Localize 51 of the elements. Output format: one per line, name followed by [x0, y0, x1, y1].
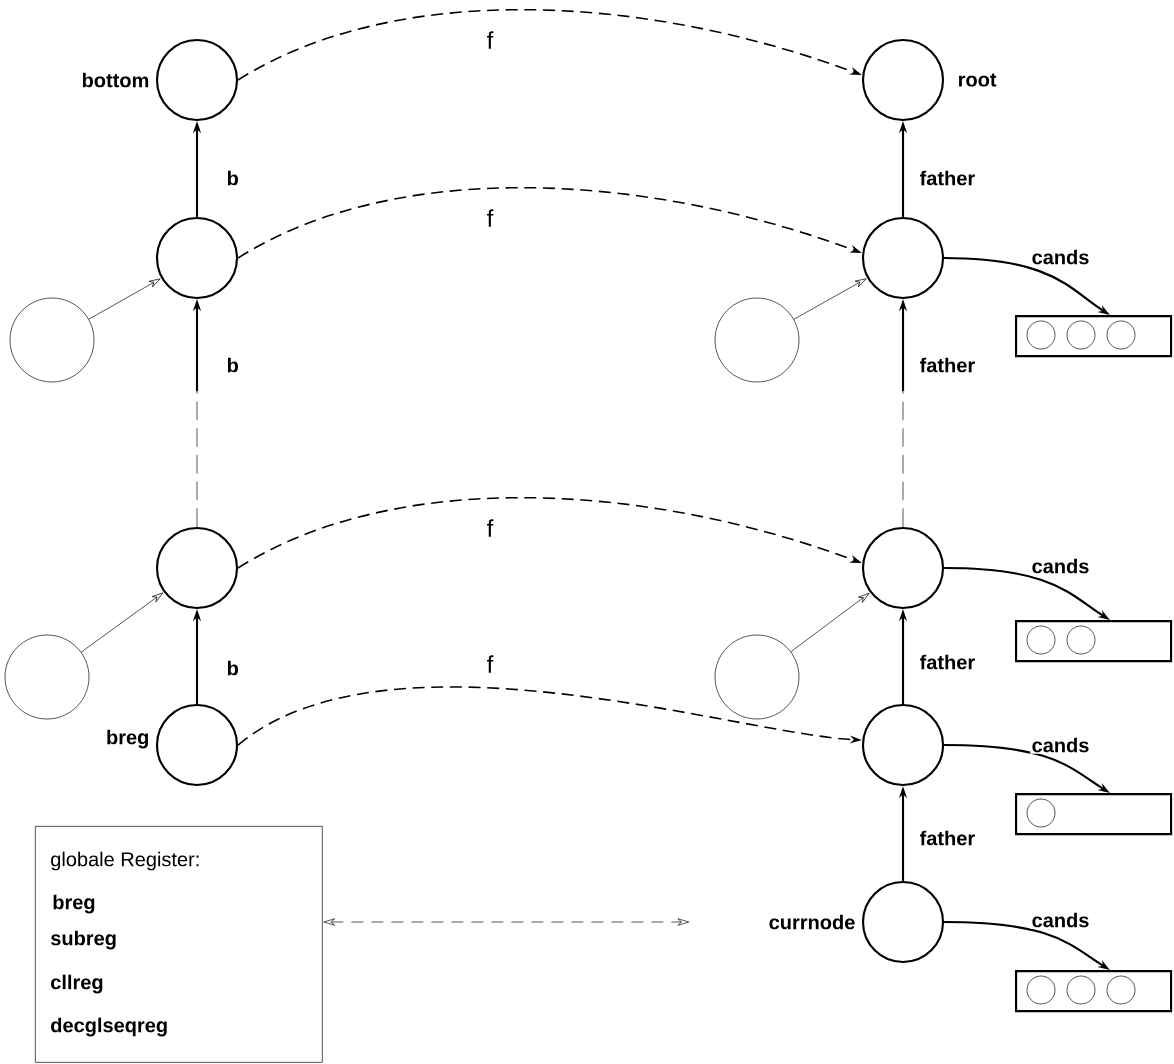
small-circle	[1106, 975, 1136, 1005]
edge-label: b	[225, 169, 241, 187]
arrow	[88, 278, 161, 320]
edge-label: cands	[1030, 248, 1091, 266]
edge-label: f	[485, 654, 495, 675]
node-circle	[155, 526, 239, 610]
candidate-box	[1015, 970, 1173, 1013]
edge-label: cands	[1030, 736, 1091, 754]
small-circle	[1066, 320, 1096, 350]
node-circle	[861, 526, 945, 610]
node-circle	[9, 297, 95, 383]
node-circle	[155, 216, 239, 300]
small-circle	[1066, 975, 1096, 1005]
arrow	[793, 278, 867, 320]
small-circle	[1026, 975, 1056, 1005]
arrow	[80, 592, 164, 653]
small-circle	[1026, 625, 1056, 655]
arrow	[790, 592, 870, 652]
edge-label: f	[485, 30, 495, 50]
edge-label: b	[225, 356, 241, 374]
node-label: breg	[107, 729, 148, 749]
small-circle	[1066, 625, 1096, 655]
edge-label: father	[918, 356, 977, 374]
node-circle	[861, 880, 945, 964]
edge-label: father	[918, 829, 977, 847]
edge-label: father	[918, 169, 977, 187]
node-circle	[714, 634, 800, 720]
edge-label: b	[225, 659, 241, 677]
node-circle	[155, 703, 239, 787]
edge-label: f	[485, 518, 495, 538]
arrow	[323, 918, 690, 926]
candidate-box	[1015, 793, 1173, 836]
small-circle	[1106, 320, 1136, 350]
node-label: root	[959, 73, 997, 87]
register-box: globale Register: breg subreg cllreg decglseqreg	[35, 826, 323, 1063]
edge-label: cands	[1030, 557, 1091, 575]
node-circle	[861, 38, 945, 122]
node-label: bottom	[82, 72, 149, 88]
edge-label: cands	[1030, 911, 1091, 929]
node-circle	[155, 38, 239, 122]
candidate-box	[1015, 620, 1173, 663]
edge-label: f	[485, 208, 495, 228]
small-circle	[1026, 798, 1056, 828]
small-circle	[1026, 320, 1056, 350]
node-circle	[861, 703, 945, 787]
edge-label: father	[918, 653, 977, 671]
node-circle	[861, 216, 945, 300]
node-label: currnode	[769, 914, 855, 930]
node-circle	[714, 297, 800, 383]
candidate-box	[1015, 315, 1173, 358]
node-circle	[4, 634, 90, 720]
